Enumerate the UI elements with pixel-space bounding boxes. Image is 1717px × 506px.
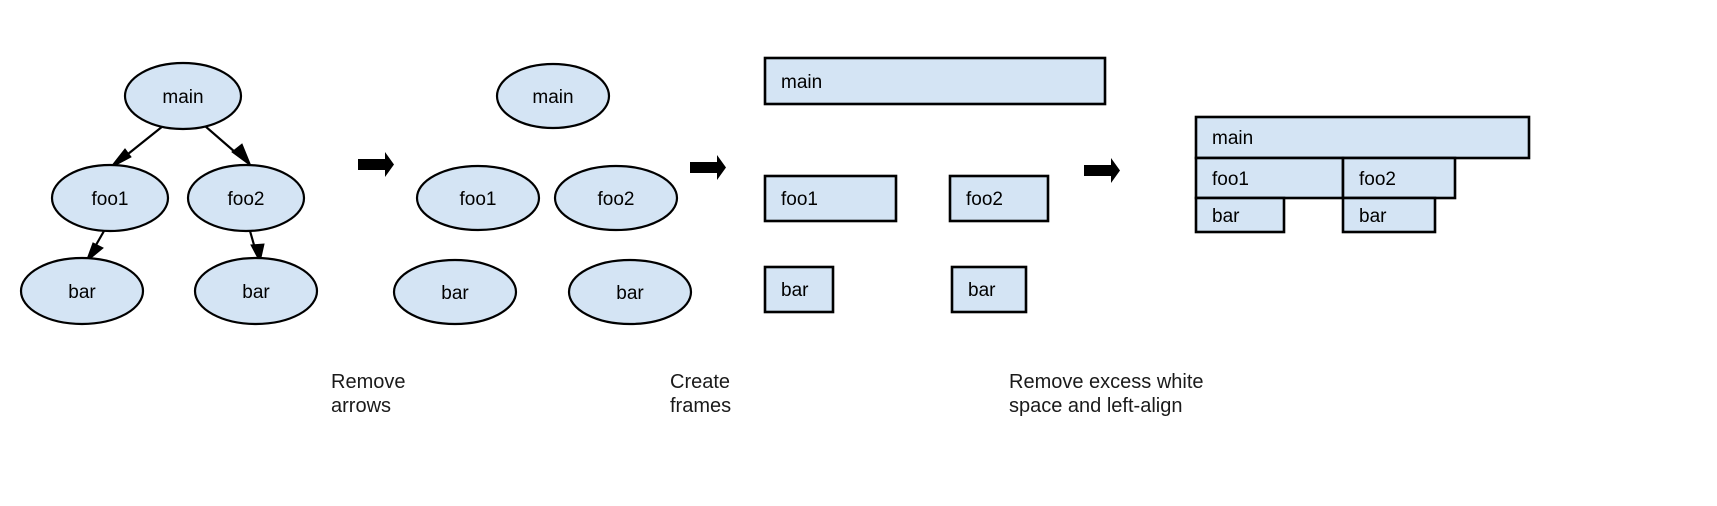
graph-node-bar-right[interactable]: bar [193, 256, 319, 326]
rect-main[interactable] [763, 56, 1107, 106]
node-label-foo2: foo2 [598, 189, 635, 210]
ellipse-foo1[interactable] [415, 164, 541, 232]
rect-bar-right[interactable] [1341, 196, 1437, 234]
ellipse-foo2[interactable] [186, 163, 306, 233]
node-label-main: main [532, 87, 573, 108]
flame-frame-bar-right[interactable]: bar [1341, 196, 1437, 234]
caption-line-1: Remove excess white [1009, 371, 1204, 393]
right-arrow-icon [1084, 158, 1120, 183]
flame-label-bar-left: bar [1212, 206, 1240, 227]
node-foo1-stage2[interactable]: foo1 [415, 164, 541, 232]
graph-node-foo1[interactable]: foo1 [50, 163, 170, 233]
caption-remove-arrows: Remove arrows [331, 371, 405, 417]
caption-remove-whitespace: Remove excess white space and left-align [1009, 371, 1204, 417]
rect-foo2[interactable] [948, 174, 1050, 223]
frame-main-stage3[interactable]: main [763, 56, 1107, 106]
frame-foo1-stage3[interactable]: foo1 [763, 174, 898, 223]
ellipse-bar-right[interactable] [193, 256, 319, 326]
flame-frame-main[interactable]: main [1194, 115, 1531, 160]
panel-no-arrows: main foo1 foo2 bar bar [392, 62, 693, 326]
frame-label-bar-left: bar [781, 280, 809, 301]
caption-line-2: frames [670, 395, 731, 417]
arrowhead-main-foo2 [231, 143, 253, 168]
ellipse-main[interactable] [495, 62, 611, 130]
flame-label-foo2: foo2 [1359, 169, 1396, 190]
frame-label-foo2: foo2 [966, 189, 1003, 210]
node-label-bar-left: bar [441, 283, 469, 304]
flame-frame-bar-left[interactable]: bar [1194, 196, 1286, 234]
ellipse-foo2[interactable] [553, 164, 679, 232]
frame-label-foo1: foo1 [781, 189, 818, 210]
flame-label-foo1: foo1 [1212, 169, 1249, 190]
node-foo2-stage2[interactable]: foo2 [553, 164, 679, 232]
flame-label-bar-right: bar [1359, 206, 1387, 227]
flame-frame-foo2[interactable]: foo2 [1341, 156, 1457, 200]
right-arrow-icon [358, 152, 394, 177]
caption-line-1: Create [670, 371, 730, 393]
node-label-bar-right: bar [242, 282, 270, 303]
flame-frame-foo1[interactable]: foo1 [1194, 156, 1345, 200]
node-label-foo2: foo2 [228, 189, 265, 210]
ellipse-bar-left[interactable] [19, 256, 145, 326]
rect-bar-left[interactable] [1194, 196, 1286, 234]
caption-line-2: space and left-align [1009, 395, 1182, 417]
node-label-bar-right: bar [616, 283, 644, 304]
ellipse-foo1[interactable] [50, 163, 170, 233]
graph-node-foo2[interactable]: foo2 [186, 163, 306, 233]
node-label-bar-left: bar [68, 282, 96, 303]
step-arrow-3 [1084, 158, 1120, 183]
node-label-foo1: foo1 [92, 189, 129, 210]
frame-foo2-stage3[interactable]: foo2 [948, 174, 1050, 223]
ellipse-main[interactable] [123, 61, 243, 131]
panel-frames: main foo1 foo2 bar bar [763, 56, 1107, 314]
frame-label-main: main [781, 72, 822, 93]
ellipse-bar-left[interactable] [392, 258, 518, 326]
panel-call-graph: main foo1 foo2 bar bar [19, 61, 319, 326]
caption-line-1: Remove [331, 371, 405, 393]
node-label-foo1: foo1 [460, 189, 497, 210]
graph-node-main[interactable]: main [123, 61, 243, 131]
node-main-stage2[interactable]: main [495, 62, 611, 130]
node-bar-right-stage2[interactable]: bar [567, 258, 693, 326]
ellipse-bar-right[interactable] [567, 258, 693, 326]
caption-create-frames: Create frames [670, 371, 731, 417]
frame-bar-right-stage3[interactable]: bar [950, 265, 1028, 314]
node-label-main: main [162, 87, 203, 108]
frame-bar-left-stage3[interactable]: bar [763, 265, 835, 314]
caption-line-2: arrows [331, 395, 391, 417]
graph-node-bar-left[interactable]: bar [19, 256, 145, 326]
rect-bar-left[interactable] [763, 265, 835, 314]
node-bar-left-stage2[interactable]: bar [392, 258, 518, 326]
right-arrow-icon [690, 155, 726, 180]
frame-label-bar-right: bar [968, 280, 996, 301]
panel-flame-graph: main foo1 foo2 bar bar [1194, 115, 1531, 234]
rect-foo1[interactable] [763, 174, 898, 223]
flame-label-main: main [1212, 128, 1253, 149]
arrowhead-main-foo1 [109, 148, 132, 169]
rect-bar-right[interactable] [950, 265, 1028, 314]
step-arrow-1 [358, 152, 394, 177]
step-arrow-2 [690, 155, 726, 180]
